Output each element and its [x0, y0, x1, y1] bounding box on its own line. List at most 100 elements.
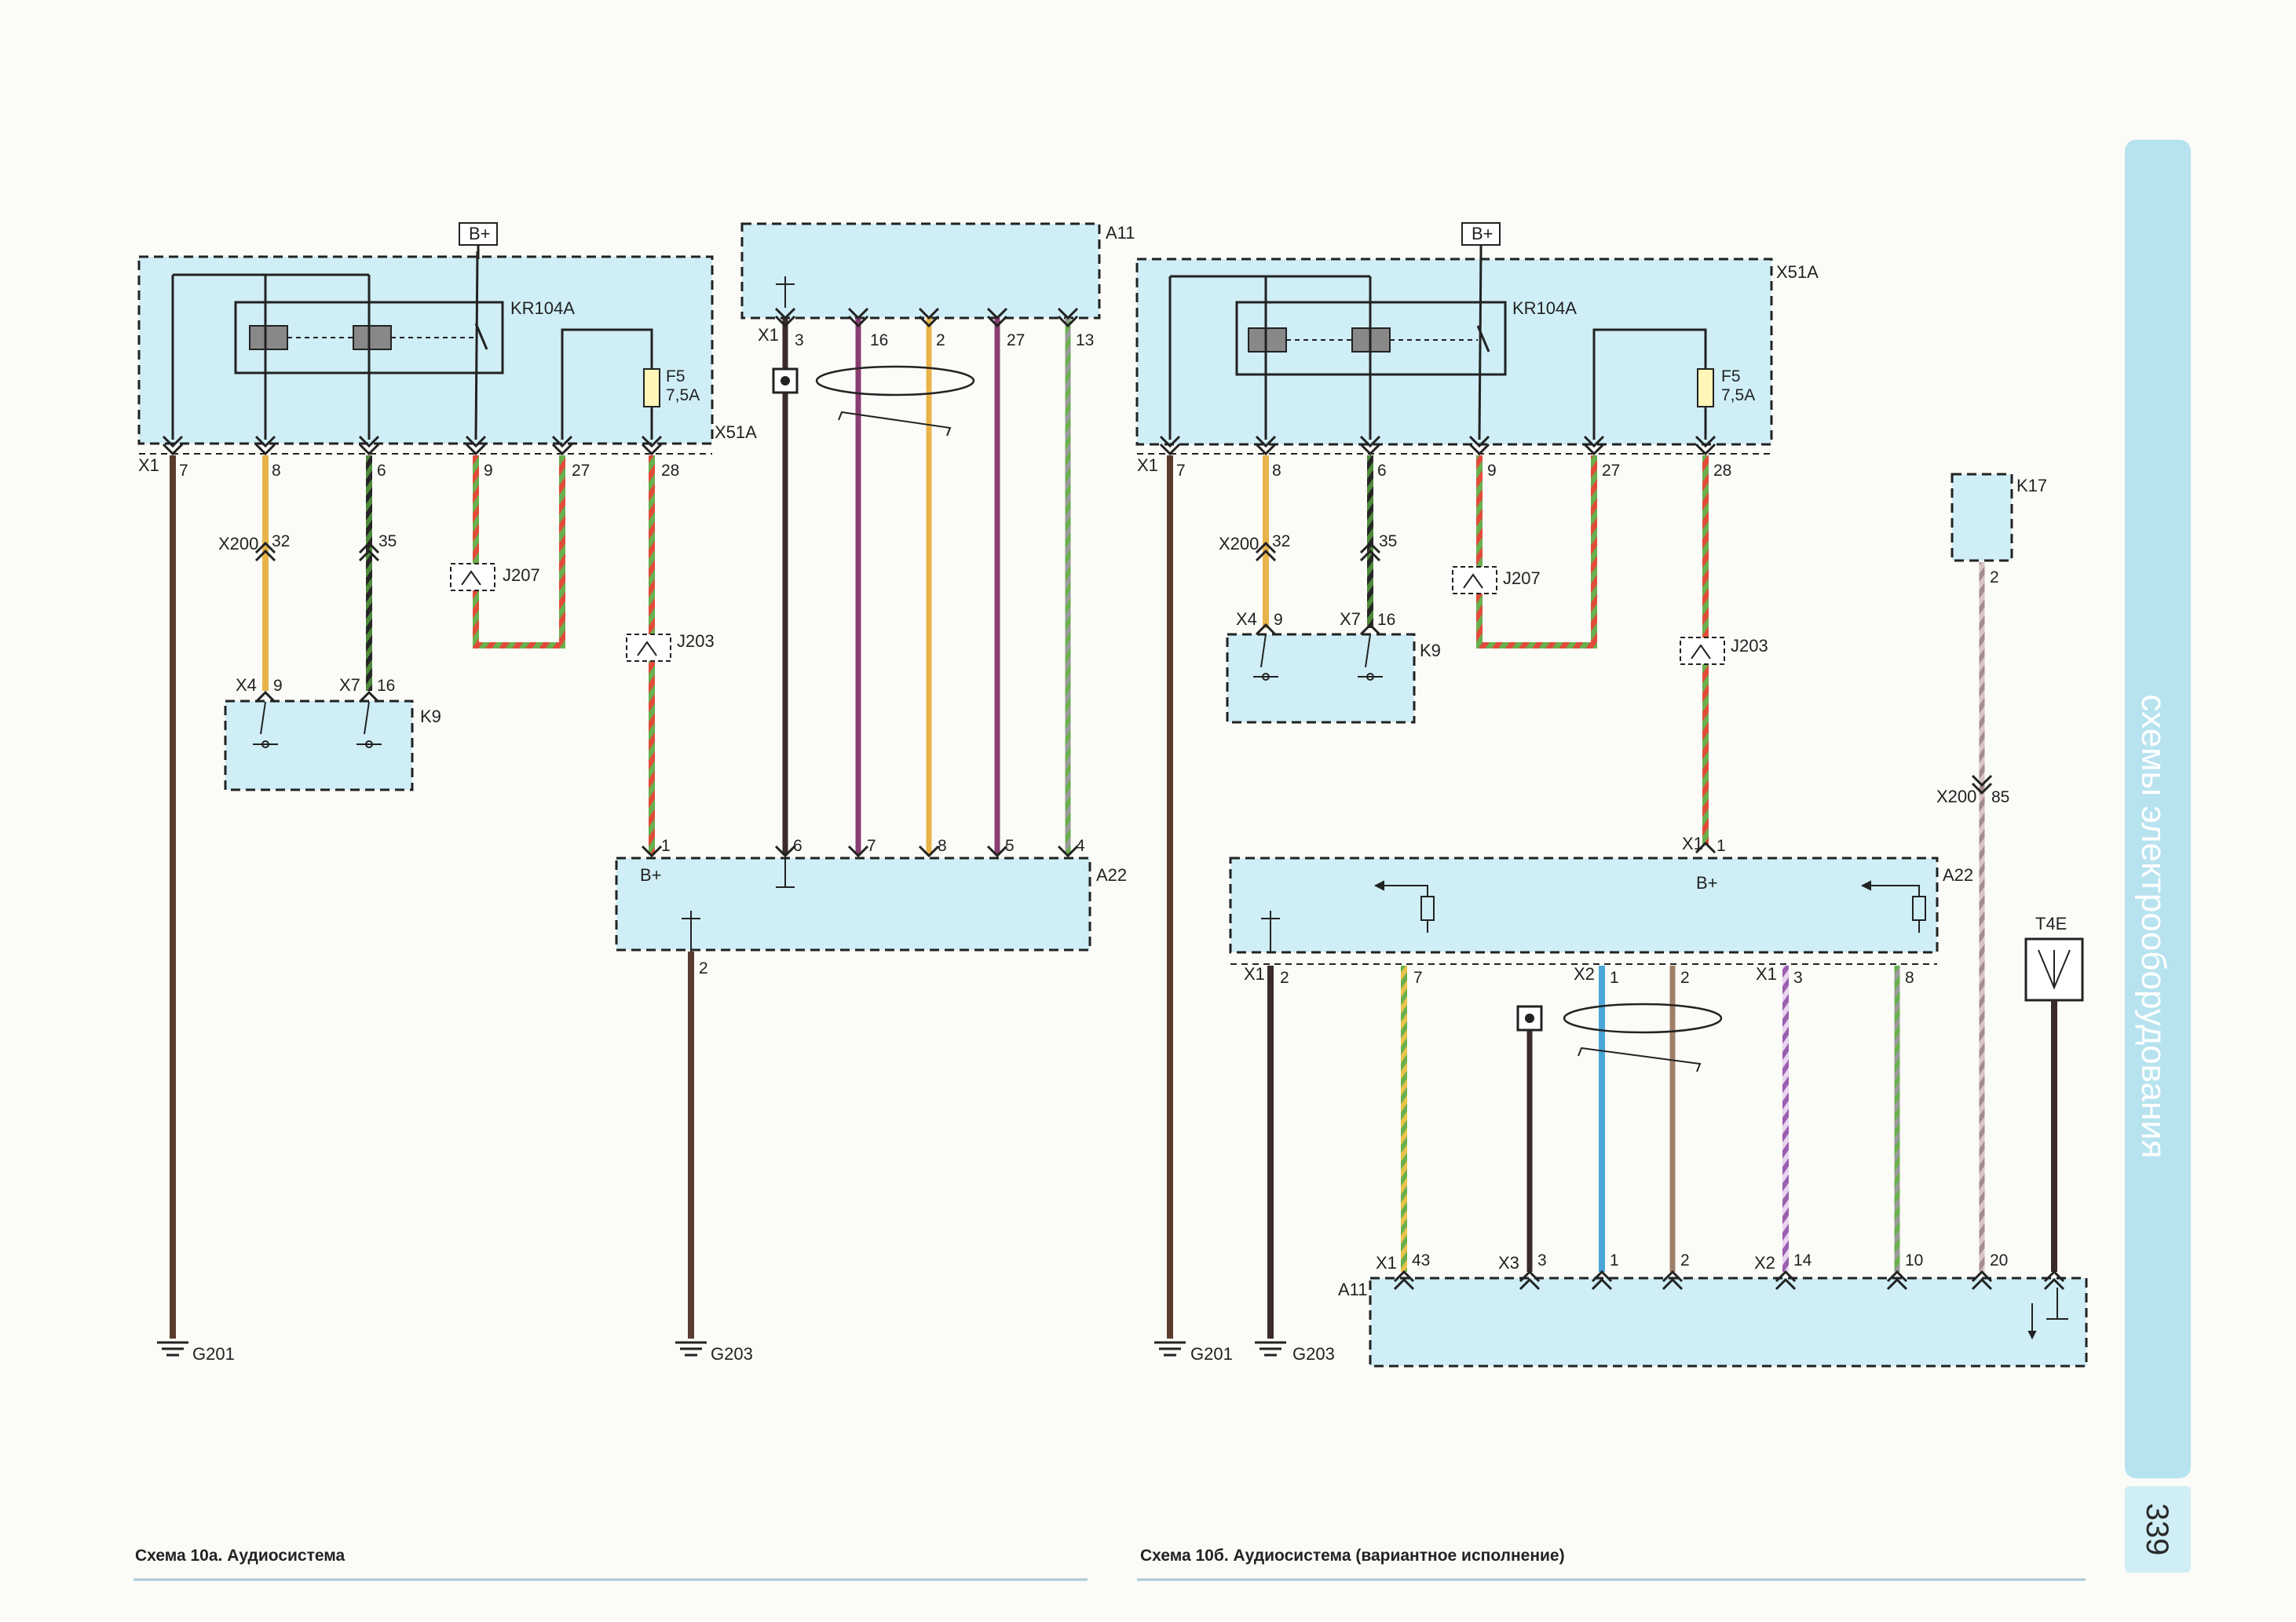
- left-a11-pin-2: 16: [870, 331, 888, 349]
- left-x51a-label: X51A: [715, 422, 757, 442]
- a22-box-right: [1229, 857, 1939, 954]
- left-caption: Схема 10а. Аудиосистема: [135, 1547, 345, 1565]
- twisted-pair-shield: [815, 365, 975, 396]
- side-tab-title: схемы электрооборудования: [2134, 694, 2173, 1158]
- wire-j207-right: [1476, 455, 1597, 648]
- x200-connectors-right: [1255, 541, 1993, 854]
- right-x51-pin-2: 8: [1272, 462, 1281, 480]
- right-x51-pin-3: 6: [1377, 462, 1387, 480]
- a22-pins: [641, 845, 1079, 858]
- right-x200-k17-pin: 85: [1991, 788, 2009, 806]
- ground-g201-symbol: [157, 1341, 188, 1357]
- wire-j207: [473, 455, 565, 648]
- right-x200-pin-b: 35: [1379, 532, 1397, 550]
- left-j203-label: J203: [677, 631, 715, 651]
- page-number-band: [2125, 1486, 2191, 1573]
- left-x1-label: X1: [138, 455, 159, 475]
- right-x7-pin: 16: [1377, 611, 1395, 629]
- relay-coil-2: [353, 325, 392, 350]
- a22-box: [615, 857, 1091, 952]
- left-x7-label: X7: [339, 675, 360, 695]
- left-g203-label: G203: [711, 1344, 753, 1364]
- right-a11-bottom-x2-pin-1: 14: [1793, 1251, 1812, 1269]
- left-x51-pin-3: 6: [377, 462, 386, 480]
- right-a11-bottom-x3-pin-1: 3: [1537, 1251, 1547, 1269]
- right-a22-bottom-x1b: X1: [1756, 964, 1777, 984]
- left-a22-pin-5: 5: [1005, 837, 1015, 855]
- right-t4e-label: T4E: [2035, 914, 2067, 933]
- right-a22-bottom-x1: X1: [1244, 964, 1265, 984]
- left-x7-pin: 16: [377, 677, 395, 695]
- right-a22-bottom-x1-pin-2: 7: [1413, 969, 1423, 987]
- left-x4-label: X4: [236, 675, 257, 695]
- fuse-f5: [643, 368, 660, 407]
- right-x200-label: X200: [1219, 534, 1259, 553]
- left-fuse-name: F5: [666, 367, 686, 385]
- right-relay-label: KR104A: [1512, 298, 1577, 318]
- left-a11-pin-3: 2: [936, 331, 945, 349]
- k9-box-right: [1226, 633, 1416, 724]
- left-a22-label: A22: [1096, 865, 1127, 885]
- side-tab-band: [2125, 140, 2191, 1478]
- left-a22-pin-3: 7: [867, 837, 876, 855]
- left-a11-label: A11: [1106, 223, 1135, 243]
- right-a11-bottom-x2: X2: [1754, 1253, 1775, 1273]
- left-x51-pin-1: 7: [179, 462, 188, 480]
- j203-symbol: [626, 634, 671, 662]
- right-x51-pin-6: 28: [1713, 462, 1731, 480]
- left-x51-pin-5: 27: [572, 462, 590, 480]
- left-relay-label: KR104A: [510, 298, 575, 318]
- x51a-box-right: [1135, 258, 1773, 446]
- right-a11-bottom-x1: X1: [1376, 1253, 1397, 1273]
- k17-box: [1951, 473, 2013, 562]
- right-a11-bottom-x2-pin-3: 20: [1990, 1251, 2008, 1269]
- right-a22-in-pin: 1: [1717, 837, 1726, 855]
- right-x7-label: X7: [1340, 609, 1361, 629]
- right-k17-pin: 2: [1990, 568, 1999, 586]
- page-number: 339: [2140, 1503, 2174, 1556]
- right-a11-bottom-x3-pin-3: 2: [1680, 1251, 1690, 1269]
- right-j203-label: J203: [1731, 636, 1768, 656]
- left-x200-pin-b: 35: [378, 532, 397, 550]
- x51a-pins: [162, 435, 663, 456]
- right-caption: Схема 10б. Аудиосистема (вариантное испо…: [1140, 1547, 1565, 1565]
- k9-box: [224, 700, 414, 791]
- ground-g203-symbol: [675, 1341, 707, 1357]
- right-a11-bottom-x3: X3: [1498, 1253, 1519, 1273]
- right-x51-pin-5: 27: [1602, 462, 1620, 480]
- right-k17-label: K17: [2016, 476, 2047, 495]
- left-a11-pin-5: 13: [1076, 331, 1094, 349]
- k9-switches: [253, 701, 382, 748]
- a11-pins: [774, 307, 1079, 328]
- right-a11-bottom-x3-pin-2: 1: [1610, 1251, 1619, 1269]
- right-x51-pin-4: 9: [1487, 462, 1497, 480]
- left-a11-pin-1: 3: [795, 331, 804, 349]
- side-tab: схемы электрооборудования 339: [2125, 140, 2191, 1573]
- diagram-10a: B+ KR104A X51A A11 A22 F5 7,5A X1 7 8 6 …: [133, 222, 1135, 1581]
- right-x4-pin: 9: [1274, 611, 1283, 629]
- left-fuse-rating: 7,5A: [666, 386, 700, 404]
- left-a22-pin-2: 6: [793, 837, 803, 855]
- left-a22-pin-4: 8: [938, 837, 947, 855]
- left-a11-pin-4: 27: [1007, 331, 1025, 349]
- diagram-10b: B+ KR104A X51A F5 7,5A X1 7 8 6 9 27 28 …: [1135, 222, 2088, 1581]
- left-g201-label: G201: [192, 1344, 235, 1364]
- right-x51a-label: X51A: [1776, 262, 1819, 282]
- right-a22-bottom-x1b-pin-1: 3: [1793, 969, 1803, 987]
- right-x4-label: X4: [1236, 609, 1257, 629]
- right-fuse-rating: 7,5A: [1721, 386, 1755, 404]
- left-x200-pin-a: 32: [272, 532, 290, 550]
- left-x200-label: X200: [218, 534, 258, 553]
- right-j207-label: J207: [1503, 568, 1541, 588]
- x200-connectors: [254, 541, 380, 703]
- right-fuse-name: F5: [1721, 367, 1741, 385]
- right-x1-label: X1: [1137, 455, 1158, 475]
- right-g203-label: G203: [1292, 1344, 1335, 1364]
- x51a-pins-right: [1159, 435, 1717, 456]
- right-a11-bottom-x2-pin-2: 10: [1905, 1251, 1923, 1269]
- left-a22-pin-1: 1: [661, 837, 671, 855]
- a11-box: [740, 222, 1101, 320]
- left-x51-pin-2: 8: [272, 462, 281, 480]
